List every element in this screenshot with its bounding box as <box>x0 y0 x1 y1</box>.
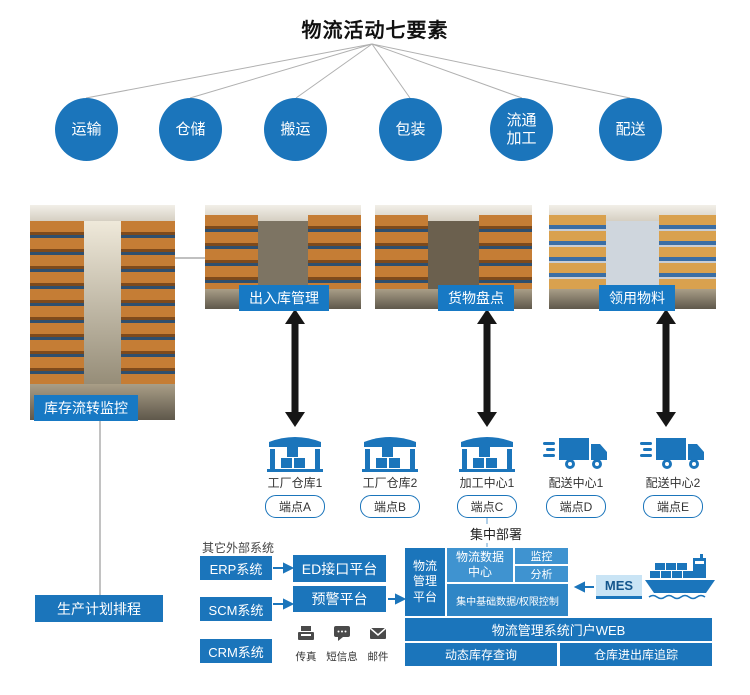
photo-art <box>659 215 716 289</box>
endpoint-processing-center-1: 加工中心1 端点C <box>445 430 529 518</box>
label-in-out-management: 出入库管理 <box>239 285 329 311</box>
double-arrow-1 <box>285 309 305 427</box>
circle-processing: 流通加工 <box>490 98 553 161</box>
icon-wrap <box>253 430 337 472</box>
circle-label: 运输 <box>71 120 102 138</box>
endpoint-name: 配送中心1 <box>548 476 604 490</box>
photo-art <box>478 215 532 289</box>
endpoint-tag: 端点E <box>642 495 703 518</box>
endpoint-name: 配送中心2 <box>645 476 701 490</box>
external-systems-heading: 其它外部系统 <box>202 541 275 555</box>
warehouse-icon <box>267 437 323 472</box>
channel-sms: 短信息 <box>324 624 360 664</box>
base-data-control-box: 集中基础数据/权限控制 <box>447 584 568 616</box>
photo-art <box>121 221 175 386</box>
endpoint-factory-warehouse-1: 工厂仓库1 端点A <box>253 430 337 518</box>
deployment-label: 集中部署 <box>460 524 532 543</box>
truck-icon <box>543 438 607 469</box>
endpoint-name: 工厂仓库1 <box>267 476 323 490</box>
fax-icon <box>298 626 314 640</box>
small-arrows <box>273 562 594 610</box>
scm-system-box: SCM系统 <box>200 597 272 621</box>
mail-icon <box>369 627 387 639</box>
endpoint-tag: 端点C <box>456 495 518 518</box>
box-label: 物流数据中心 <box>455 550 504 579</box>
label-material-requisition: 领用物料 <box>599 285 675 311</box>
warehouse-icon <box>459 437 515 472</box>
double-arrow-3 <box>656 309 676 427</box>
endpoint-name: 加工中心1 <box>459 476 515 490</box>
circle-packaging: 包装 <box>379 98 442 161</box>
endpoint-tag: 端点A <box>264 495 325 518</box>
analysis-box: 分析 <box>515 566 568 582</box>
channel-mail: 邮件 <box>360 624 396 664</box>
photo-art <box>30 205 175 221</box>
label-stocktaking: 货物盘点 <box>438 285 514 311</box>
channel-label: 传真 <box>295 651 317 663</box>
endpoint-distribution-center-1: 配送中心1 端点D <box>534 430 618 518</box>
sms-icon <box>334 626 350 641</box>
box-label: 物流管理平台 <box>412 558 437 604</box>
photo-art <box>83 221 122 386</box>
ship-icon <box>643 546 717 605</box>
fan-lines <box>85 43 631 99</box>
photo-inventory-monitoring <box>30 205 175 420</box>
logistics-data-center-box: 物流数据中心 <box>447 548 513 582</box>
circle-label: 流通加工 <box>506 111 537 147</box>
circle-warehousing: 仓储 <box>159 98 222 161</box>
mes-box: MES <box>596 575 642 599</box>
icon-wrap <box>631 430 715 472</box>
circle-handling: 搬运 <box>264 98 327 161</box>
warning-platform-box: 预警平台 <box>293 586 386 612</box>
channel-fax: 传真 <box>288 624 324 664</box>
endpoint-factory-warehouse-2: 工厂仓库2 端点B <box>348 430 432 518</box>
monitoring-box: 监控 <box>515 548 568 564</box>
channel-label: 邮件 <box>367 651 389 663</box>
circle-label: 搬运 <box>280 120 311 138</box>
photo-art <box>307 215 361 289</box>
icon-wrap <box>534 430 618 472</box>
circle-label: 仓储 <box>175 120 206 138</box>
ed-interface-platform-box: ED接口平台 <box>293 555 386 582</box>
endpoint-name: 工厂仓库2 <box>362 476 418 490</box>
logistics-management-platform-box: 物流管理平台 <box>405 548 445 616</box>
photo-art <box>30 221 84 386</box>
warehouse-icon <box>362 437 418 472</box>
production-schedule-box: 生产计划排程 <box>35 595 163 622</box>
photo-art <box>205 215 259 289</box>
warehouse-tracking-box: 仓库进出库追踪 <box>560 643 712 666</box>
label-inventory-monitoring: 库存流转监控 <box>34 395 138 421</box>
circle-label: 包装 <box>395 120 426 138</box>
endpoint-tag: 端点B <box>359 495 420 518</box>
circle-transport: 运输 <box>55 98 118 161</box>
photo-art <box>375 215 429 289</box>
icon-wrap <box>445 430 529 472</box>
portal-web-bar: 物流管理系统门户WEB <box>405 618 712 641</box>
photo-art <box>549 215 606 289</box>
icon-wrap <box>348 430 432 472</box>
truck-icon <box>640 438 704 469</box>
double-arrow-2 <box>477 309 497 427</box>
dynamic-inventory-query-box: 动态库存查询 <box>405 643 557 666</box>
circle-distribution: 配送 <box>599 98 662 161</box>
flow-connectors <box>99 257 205 595</box>
channel-label: 短信息 <box>326 651 358 663</box>
endpoint-distribution-center-2: 配送中心2 端点E <box>631 430 715 518</box>
erp-system-box: ERP系统 <box>200 556 272 580</box>
page-title: 物流活动七要素 <box>301 20 449 42</box>
box-label: 集中基础数据/权限控制 <box>456 596 559 608</box>
endpoint-tag: 端点D <box>545 495 607 518</box>
crm-system-box: CRM系统 <box>200 639 272 663</box>
circle-label: 配送 <box>615 120 646 138</box>
